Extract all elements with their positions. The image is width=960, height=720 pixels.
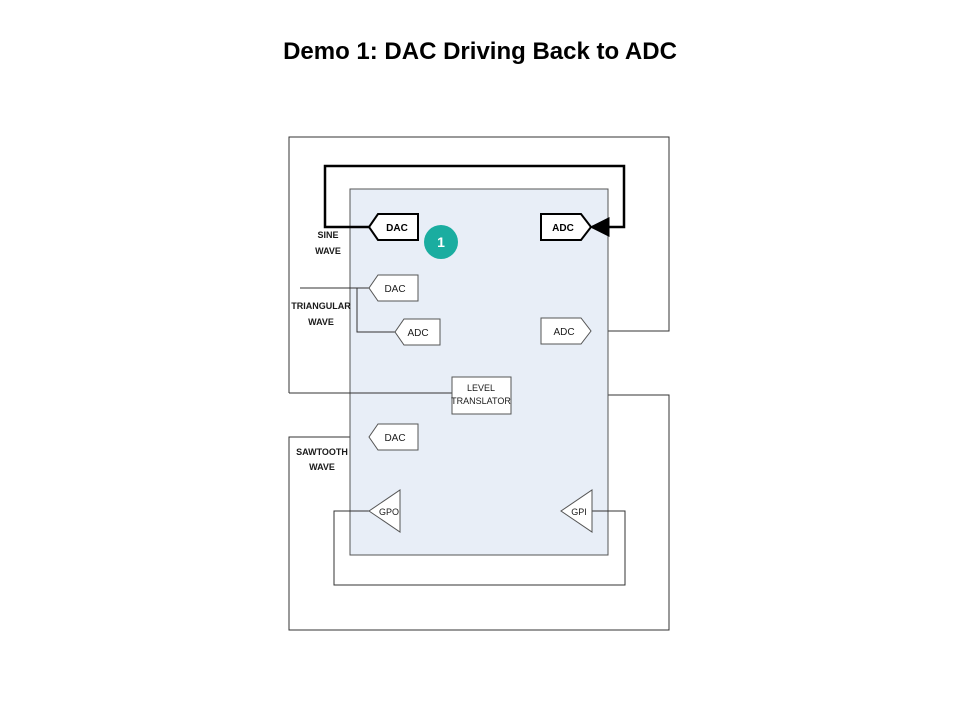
adc-loopback-label: ADC — [552, 223, 574, 234]
dac-sawtooth-label: DAC — [384, 433, 405, 444]
sine-label-line1: SINE — [317, 230, 338, 240]
dac-sawtooth-block — [368, 423, 419, 451]
dac-triangular-block — [368, 274, 419, 302]
gpo-block — [368, 489, 401, 533]
level-translator-line2: TRANSLATOR — [451, 396, 511, 406]
triangular-label-line1: TRIANGULAR — [291, 301, 351, 311]
dac-triangular-label: DAC — [384, 284, 405, 295]
gpo-gpi-wire — [333, 510, 626, 586]
triangular-label-line2: WAVE — [308, 317, 334, 327]
sawtooth-label-line1: SAWTOOTH — [296, 447, 348, 457]
adc-triangular-label: ADC — [407, 328, 428, 339]
sine-label-line2: WAVE — [315, 246, 341, 256]
dac-sine-block — [367, 213, 419, 241]
triangular-wire — [356, 287, 395, 333]
adc-triangular-block — [394, 318, 441, 346]
outer-wire-top — [288, 136, 670, 393]
adc-right-label: ADC — [553, 327, 574, 338]
sawtooth-label-line2: WAVE — [309, 462, 335, 472]
slide-title: Demo 1: DAC Driving Back to ADC — [283, 38, 677, 65]
step-badge-number: 1 — [437, 234, 445, 250]
gpi-label: GPI — [571, 507, 587, 517]
outer-wire-bottom — [288, 394, 670, 631]
loopback-wire — [323, 164, 626, 237]
adc-right-block — [540, 317, 592, 345]
level-translator-block — [451, 376, 512, 415]
adc-loopback-block — [540, 213, 593, 241]
device-board — [349, 188, 609, 556]
gpo-label: GPO — [379, 507, 399, 517]
gpi-block — [560, 489, 593, 533]
level-translator-line1: LEVEL — [467, 383, 495, 393]
step-badge — [424, 225, 458, 259]
dac-sine-label: DAC — [386, 223, 408, 234]
